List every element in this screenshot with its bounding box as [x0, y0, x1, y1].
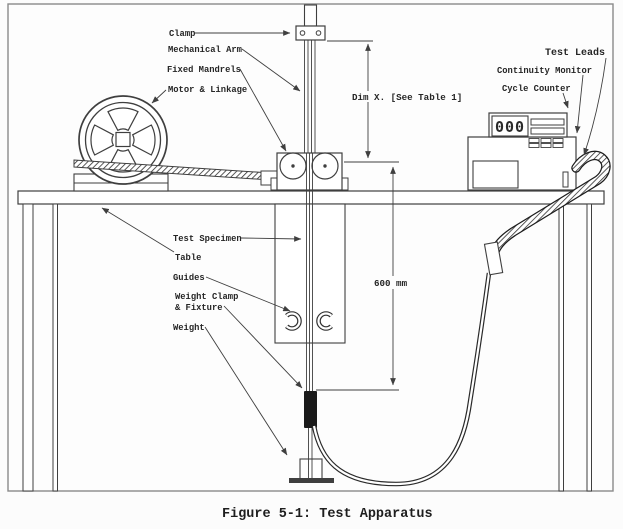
label-weight-clamp-line2: & Fixture — [175, 303, 223, 313]
flywheel-inner-rim — [84, 101, 162, 179]
clamp-screw — [315, 30, 322, 36]
flywheel-spoke-cutout — [107, 107, 139, 132]
flywheel-spoke-cutout — [131, 124, 156, 156]
counter-slot — [530, 118, 565, 126]
label-weight: Weight — [173, 323, 205, 333]
vent — [540, 138, 552, 143]
upper-rod — [303, 4, 318, 27]
motor-linkage-leader — [151, 89, 167, 104]
guide-plate — [274, 203, 346, 344]
label-cycle-counter: Cycle Counter — [502, 84, 571, 94]
labels: Clamp Mechanical Arm Fixed Mandrels Moto… — [167, 29, 605, 333]
dim-600-label: 600 mm — [374, 278, 408, 289]
test-specimen-leader — [240, 236, 302, 242]
fixed-mandrels-leader — [239, 68, 287, 152]
table-leg — [22, 203, 34, 492]
mandrel-axle — [323, 164, 327, 168]
weight-clamp-fixture — [304, 391, 317, 428]
label-test-specimen: Test Specimen — [173, 234, 242, 244]
vent — [540, 143, 552, 148]
leader-lines — [101, 30, 607, 456]
flywheel-hub — [115, 131, 131, 148]
vent — [528, 143, 540, 148]
mechanical-arm-leader — [241, 48, 301, 92]
label-motor-linkage: Motor & Linkage — [168, 85, 247, 95]
weight-block — [299, 458, 323, 480]
vent — [552, 138, 564, 143]
dimensions: Dim X. [See Table 1] 600 mm — [316, 40, 464, 391]
test-leads-cable — [311, 150, 611, 487]
mandrel-axle — [291, 164, 295, 168]
counter-device: 000 — [467, 112, 577, 191]
table-leg — [52, 203, 58, 492]
lead-band-hatch — [491, 151, 610, 255]
table — [17, 190, 605, 492]
counter-slot — [530, 127, 565, 135]
label-test-leads: Test Leads — [545, 47, 605, 59]
monitor-side-tab — [562, 171, 569, 188]
guides-leader — [205, 276, 291, 312]
table-leg — [558, 203, 564, 492]
monitor-front-plate — [472, 160, 519, 189]
figure-caption: Figure 5-1: Test Apparatus — [222, 507, 433, 522]
label-table: Table — [175, 253, 201, 263]
table-leader — [101, 207, 175, 253]
lead-wire-core — [312, 272, 491, 486]
label-weight-clamp-line1: Weight Clamp — [175, 292, 238, 302]
weight-leader — [204, 326, 288, 456]
table-leg — [586, 203, 592, 492]
motor-assembly — [73, 95, 278, 192]
guide-hook-right-inner — [317, 312, 333, 330]
label-guides: Guides — [173, 273, 205, 283]
vent — [528, 138, 540, 143]
clamp-block — [295, 25, 326, 41]
label-mechanical-arm: Mechanical Arm — [168, 45, 242, 55]
vent — [552, 143, 564, 148]
flywheel-spoke-cutout — [90, 124, 115, 156]
counter-display: 000 — [495, 118, 525, 136]
table-top — [17, 190, 605, 205]
dim-600-text-bg — [371, 276, 417, 289]
test-leads-leader — [583, 57, 607, 156]
continuity-monitor-leader — [574, 74, 584, 134]
dim-x-text-bg — [350, 91, 464, 102]
weight-clamp-leader — [223, 305, 303, 389]
guide-hook-left-inner — [285, 312, 301, 330]
clamp-screw — [299, 30, 306, 36]
label-clamp: Clamp — [169, 29, 195, 39]
weight-base-plate — [289, 478, 334, 483]
counter-display-frame — [491, 115, 529, 137]
specimen-rod — [304, 40, 316, 478]
monitor-vents — [528, 138, 564, 148]
lead-connector — [483, 241, 504, 276]
arm-assembly — [270, 4, 349, 483]
cycle-counter-leader — [562, 92, 569, 109]
label-fixed-mandrels: Fixed Mandrels — [167, 65, 241, 75]
label-continuity-monitor: Continuity Monitor — [497, 66, 592, 76]
dim-x-label: Dim X. [See Table 1] — [352, 92, 462, 103]
